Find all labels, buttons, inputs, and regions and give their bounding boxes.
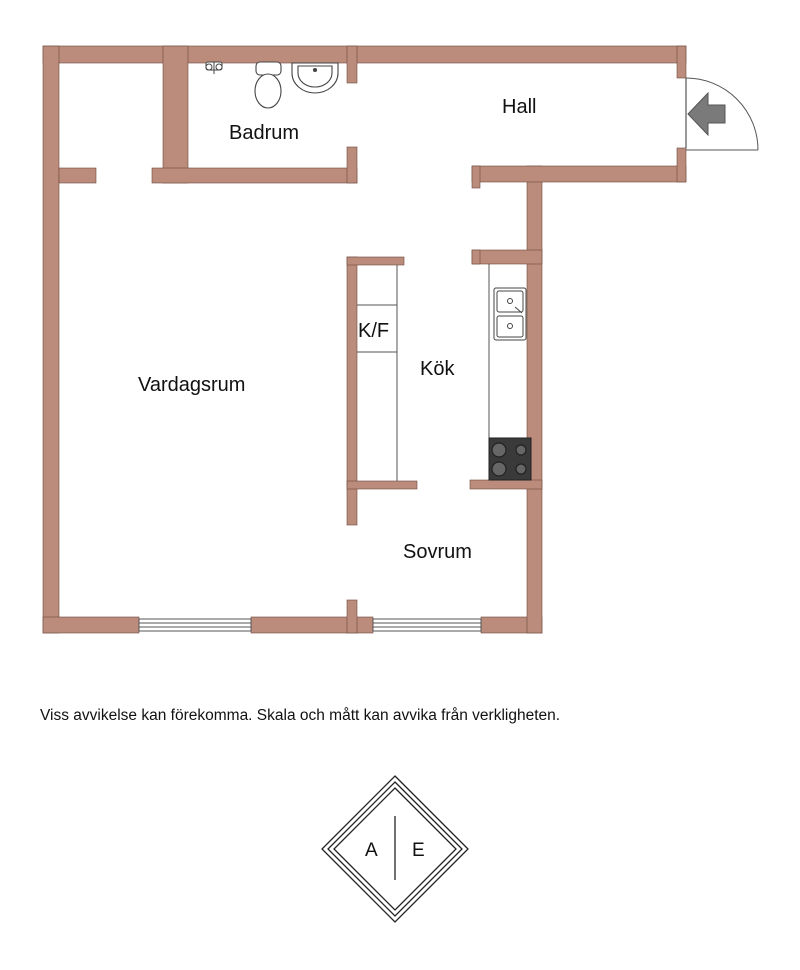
- wall-hall-end-top: [676, 45, 687, 79]
- room-label-kok: Kök: [420, 358, 455, 380]
- wall-kitchen-top-stub: [471, 249, 481, 265]
- wall-hall-stub: [471, 165, 481, 189]
- stove-icon: [488, 437, 532, 481]
- wall-closet-bottom: [58, 167, 97, 184]
- washbasin-icon: [291, 62, 339, 94]
- room-label-sovrum: Sovrum: [403, 541, 472, 563]
- entrance-arrow-icon: [687, 91, 726, 137]
- room-label-badrum: Badrum: [229, 122, 299, 144]
- logo-letter-e: E: [412, 840, 425, 861]
- wall-bathroom-door-upper: [346, 45, 358, 84]
- toilet-icon: [254, 61, 282, 109]
- shower-tap-icon: [205, 61, 223, 74]
- wall-left: [42, 45, 60, 634]
- wall-bedroom-stub: [346, 599, 358, 634]
- wall-bottom-left: [42, 616, 140, 634]
- wall-closet-divider: [162, 45, 189, 184]
- wall-island-bottom: [346, 480, 418, 490]
- room-label-kf: K/F: [358, 320, 389, 342]
- wall-island-top: [346, 256, 405, 266]
- wall-top: [42, 45, 687, 64]
- entrance-door: [685, 77, 759, 151]
- window-left: [138, 618, 252, 632]
- disclaimer-text: Viss avvikelse kan förekomma. Skala och …: [40, 707, 561, 724]
- wall-bathroom-door-lower: [346, 146, 358, 184]
- floor-plan: Badrum Hall Vardagsrum Kök K/F Sovrum: [42, 45, 759, 634]
- walls: [42, 45, 687, 634]
- wall-bathroom-bottom: [151, 167, 358, 184]
- room-label-vardagsrum: Vardagsrum: [138, 374, 245, 396]
- kitchen-sink-icon: [493, 287, 527, 341]
- wall-kitchen-bottom: [469, 479, 543, 490]
- wall-kitchen-top: [471, 249, 543, 265]
- wall-hall-bottom: [471, 165, 687, 183]
- wall-right-lower: [526, 165, 543, 634]
- wall-hall-end-bottom: [676, 147, 687, 183]
- logo-letter-a: A: [365, 840, 378, 861]
- ae-logo: A E: [321, 775, 469, 923]
- fridge-freezer-cabinet: [357, 265, 398, 481]
- window-right: [372, 618, 482, 632]
- room-label-hall: Hall: [502, 96, 536, 118]
